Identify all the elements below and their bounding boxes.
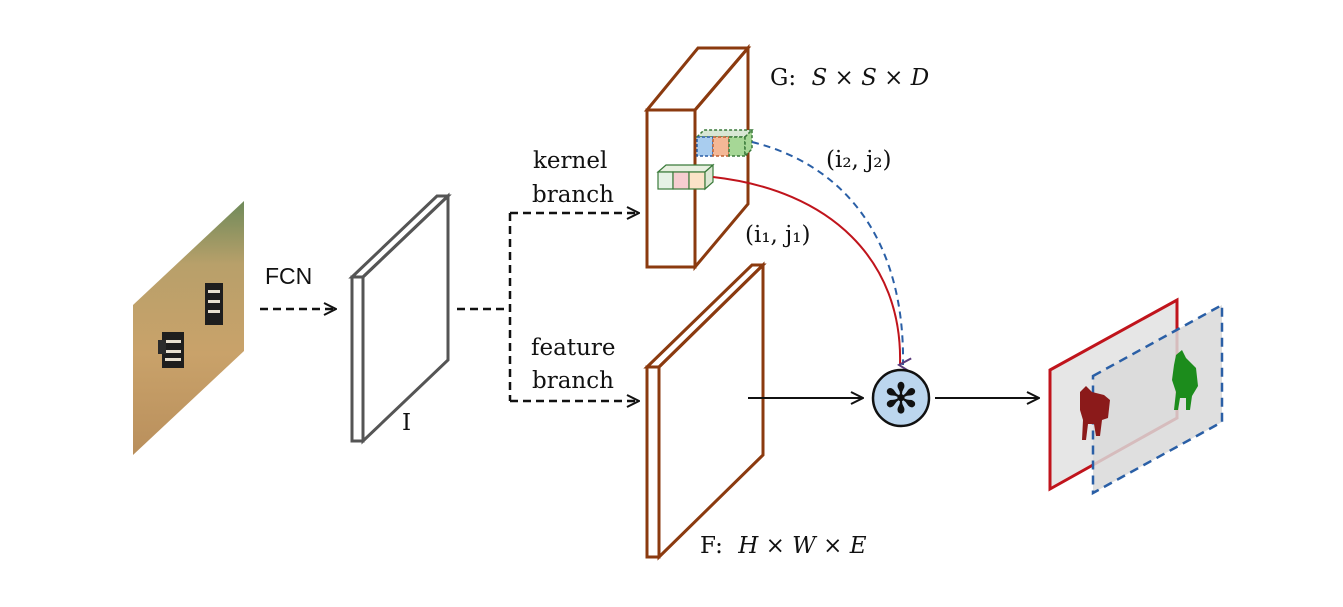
g-dims: S × S × D [811, 65, 929, 91]
branch-splitter [457, 213, 638, 401]
kernel-cells-1 [656, 163, 715, 191]
feature-branch-label-line1: feature [531, 335, 616, 361]
kernel-branch-label-line1: kernel [533, 148, 607, 174]
zebra-figures [158, 283, 223, 368]
output-masks [1048, 297, 1224, 496]
fcn-label: FCN [265, 263, 312, 289]
mask-plane-2 [1091, 302, 1224, 496]
mask-object-2 [1172, 350, 1198, 410]
location-2-label: (i₂, j₂) [826, 147, 892, 173]
input-image [133, 201, 244, 455]
conv-symbol: ✻ [883, 375, 918, 422]
feature-map-i [348, 192, 452, 445]
f-dims-label: F: H × W × E [700, 533, 867, 559]
kernel-branch-label-line2: branch [532, 182, 614, 208]
kernel-arrow-1 [712, 176, 912, 374]
g-dims-label: G: S × S × D [770, 65, 929, 91]
kernel-cells-2 [695, 128, 754, 158]
mask-object-1 [1080, 386, 1110, 440]
kernel-arrow-2 [751, 141, 905, 366]
feature-branch-label-line2: branch [532, 368, 614, 394]
location-1-label: (i₁, j₁) [745, 222, 811, 248]
dynamic-conv-icon: ✻ [871, 368, 931, 428]
kernel-tensor-g [643, 43, 752, 272]
feature-tensor-f [643, 261, 767, 561]
g-prefix: G: [770, 65, 796, 91]
f-prefix: F: [700, 533, 723, 559]
feature-map-i-label: I [402, 410, 411, 436]
f-dims: H × W × E [737, 533, 866, 559]
